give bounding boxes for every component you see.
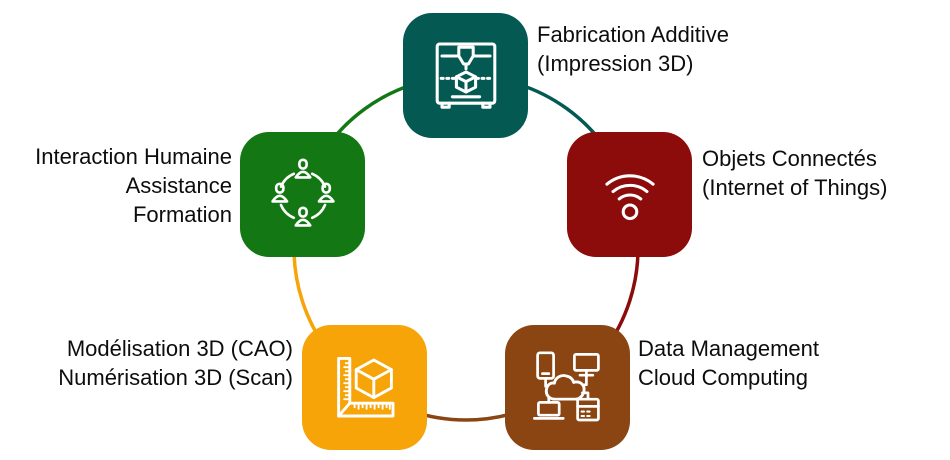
label-line: (Internet of Things) (702, 175, 888, 200)
label-data-management: Data Management Cloud Computing (638, 334, 819, 392)
label-objets-connectes: Objets Connectés (Internet of Things) (702, 144, 887, 202)
label-line: Formation (132, 202, 232, 227)
node-fabrication-additive (403, 13, 528, 138)
label-fabrication-additive: Fabrication Additive (Impression 3D) (537, 20, 729, 78)
label-line: Assistance (125, 173, 232, 198)
label-line: Data Management (638, 336, 819, 361)
node-data-management (505, 325, 630, 450)
ruler-cube-icon (336, 356, 394, 417)
node-interaction-humaine (240, 132, 365, 257)
label-line: Objets Connectés (702, 146, 877, 171)
label-line: (Impression 3D) (537, 51, 694, 76)
label-line: Cloud Computing (638, 365, 808, 390)
label-modelisation-3d: Modélisation 3D (CAO) Numérisation 3D (S… (58, 334, 293, 392)
node-modelisation-3d (302, 325, 427, 450)
label-line: Fabrication Additive (537, 22, 729, 47)
label-line: Numérisation 3D (Scan) (58, 365, 293, 390)
label-line: Modélisation 3D (CAO) (66, 336, 293, 361)
node-objets-connectes (567, 132, 692, 257)
wifi-icon (604, 173, 655, 220)
label-line: Interaction Humaine (35, 144, 232, 169)
3d-printer-icon (435, 41, 496, 109)
people-circle-icon (270, 157, 335, 227)
label-interaction-humaine: Interaction Humaine Assistance Formation (35, 142, 232, 229)
cloud-network-icon (532, 350, 600, 421)
